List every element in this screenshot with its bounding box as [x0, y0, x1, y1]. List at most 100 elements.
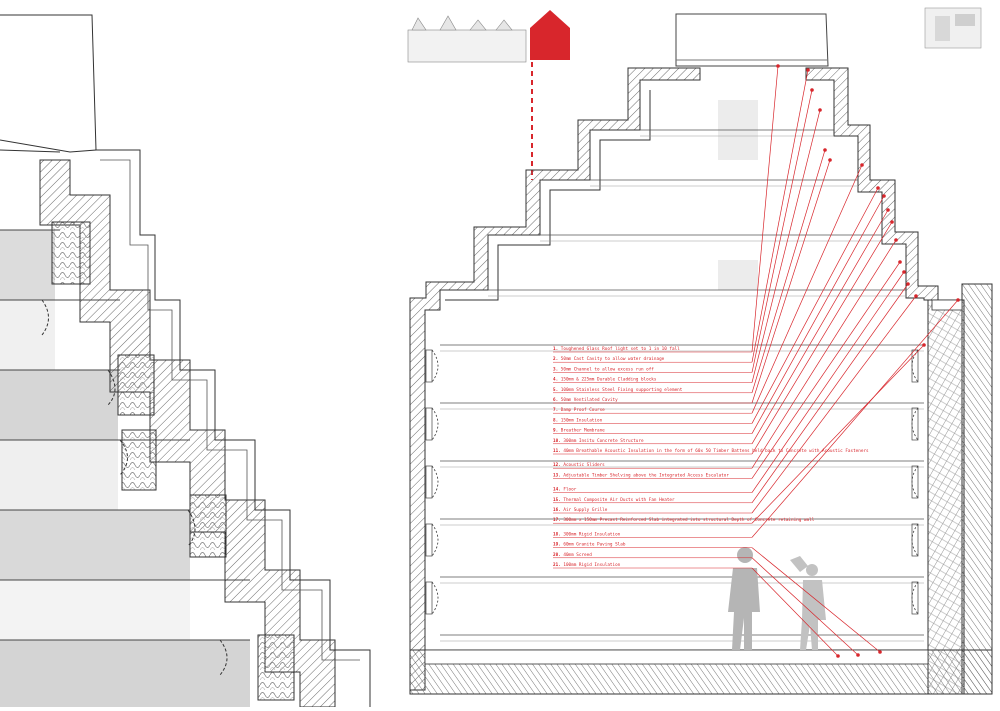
note-text: Damp Proof Course	[561, 407, 605, 413]
note-text: Floor	[563, 487, 576, 493]
step-shade	[0, 580, 190, 640]
key-plan-block	[935, 16, 950, 41]
leader-dot	[806, 68, 810, 72]
note-text: 50mm Cast Cavity to allow water drainage	[561, 356, 665, 362]
note-number: 5.	[553, 387, 561, 393]
leader-line	[751, 567, 839, 657]
note-20: 20. 40mm Screed	[553, 552, 592, 558]
leader-line	[751, 195, 885, 434]
leader-dot	[878, 650, 882, 654]
note-text: 300mm Insitu Concrete Structure	[563, 438, 644, 444]
inner-lining-left	[445, 90, 651, 301]
leader-line	[751, 271, 905, 493]
note-10: 10. 300mm Insitu Concrete Structure	[553, 438, 644, 444]
stepped-wall-detail	[0, 14, 371, 708]
step-shade	[0, 300, 55, 370]
retaining-wall	[961, 283, 993, 695]
note-text: 50mm Ventilated Cavity	[561, 397, 618, 403]
leader-dot	[776, 64, 780, 68]
leader-line	[751, 164, 863, 414]
leader-line	[751, 65, 779, 353]
door-swing	[431, 465, 439, 499]
note-11: 11. 40mm Breathable Acoustic Insulation …	[553, 448, 869, 454]
left-stepped-wall	[409, 67, 701, 691]
note-number: 19.	[553, 542, 563, 548]
shelf-frame	[425, 349, 433, 383]
note-number: 9.	[553, 428, 561, 434]
note-7: 7. Damp Proof Course	[553, 407, 605, 413]
leader-line	[751, 283, 909, 504]
step-shade	[0, 640, 250, 707]
note-text: Adjustable Timber Shelving above the Int…	[563, 472, 729, 478]
leader-dot	[898, 260, 902, 264]
note-text: 150mm Insulation	[561, 417, 603, 423]
door-swing	[911, 407, 919, 441]
key-elevation	[407, 10, 570, 180]
shelf-frame	[425, 407, 433, 441]
elevation-roofs	[411, 15, 513, 31]
leader-dot	[860, 163, 864, 167]
note-number: 8.	[553, 417, 561, 423]
leader-dot	[894, 238, 898, 242]
leader-line	[751, 299, 959, 538]
leader-dot	[836, 654, 840, 658]
leader-dot	[810, 88, 814, 92]
shelf-frame	[425, 523, 433, 557]
rooflight-outline	[0, 14, 97, 153]
shelf-frame	[911, 581, 919, 615]
key-plan	[924, 7, 982, 49]
key-plan-block	[955, 14, 975, 26]
leader-dot	[882, 194, 886, 198]
leader-line	[751, 261, 901, 479]
leader-dot	[922, 343, 926, 347]
note-number: 18.	[553, 531, 563, 537]
note-text: Toughened Glass Roof light set to 1 in 1…	[561, 346, 680, 352]
note-number: 3.	[553, 366, 561, 372]
cavity-line	[100, 159, 360, 661]
note-text: 40mm Screed	[563, 552, 592, 558]
leader-line	[751, 344, 925, 524]
note-19: 19. 60mm Granite Paving Slab	[553, 542, 626, 548]
note-text: 300mm x 150mm Precast Reinforced Slab in…	[563, 517, 814, 523]
note-number: 2.	[553, 356, 561, 362]
shelf-frame	[425, 465, 433, 499]
note-12: 12. Acoustic Sliders	[553, 462, 605, 468]
note-number: 13.	[553, 472, 563, 478]
note-text: 300mm Rigid Insulation	[563, 531, 620, 537]
channel	[931, 299, 963, 311]
note-1: 1. Toughened Glass Roof light set to 1 i…	[553, 346, 680, 352]
note-number: 14.	[553, 487, 563, 493]
door-swing	[911, 465, 919, 499]
door-swing	[119, 439, 128, 476]
door-swing	[911, 523, 919, 557]
leader-dot	[876, 186, 880, 190]
note-text: 40mm Breathable Acoustic Insulation in t…	[563, 448, 869, 454]
insulation-block	[51, 221, 91, 285]
leader-dot	[886, 208, 890, 212]
leader-dot	[823, 148, 827, 152]
shelf-frame	[911, 407, 919, 441]
leader-dot	[890, 220, 894, 224]
note-13: 13. Adjustable Timber Shelving above the…	[553, 472, 729, 478]
note-text: 150mm & 225mm Durable Cladding blocks	[561, 377, 657, 383]
note-text: Acoustic Sliders	[563, 462, 605, 468]
note-text: 60mm Granite Paving Slab	[563, 542, 625, 548]
leader-line	[751, 109, 821, 383]
leader-line	[751, 557, 859, 656]
note-8: 8. 150mm Insulation	[553, 417, 603, 423]
step-shade	[0, 370, 118, 440]
note-17: 17. 300mm x 150mm Precast Reinforced Sla…	[553, 517, 815, 523]
step-shade	[0, 510, 190, 580]
wall-tile	[718, 260, 758, 290]
note-number: 17.	[553, 517, 563, 523]
elevation-terrace	[407, 29, 527, 63]
leader-line	[751, 221, 893, 455]
note-6: 6. 50mm Ventilated Cavity	[553, 397, 618, 403]
note-number: 4.	[553, 377, 561, 383]
shelf-frame	[911, 523, 919, 557]
right-stepped-wall	[805, 67, 939, 301]
leader-line	[751, 547, 881, 653]
note-text: Thermal Composite Air Ducts with Fan Hea…	[563, 497, 675, 503]
rooflight-edge	[0, 149, 61, 153]
note-number: 1.	[553, 346, 561, 352]
